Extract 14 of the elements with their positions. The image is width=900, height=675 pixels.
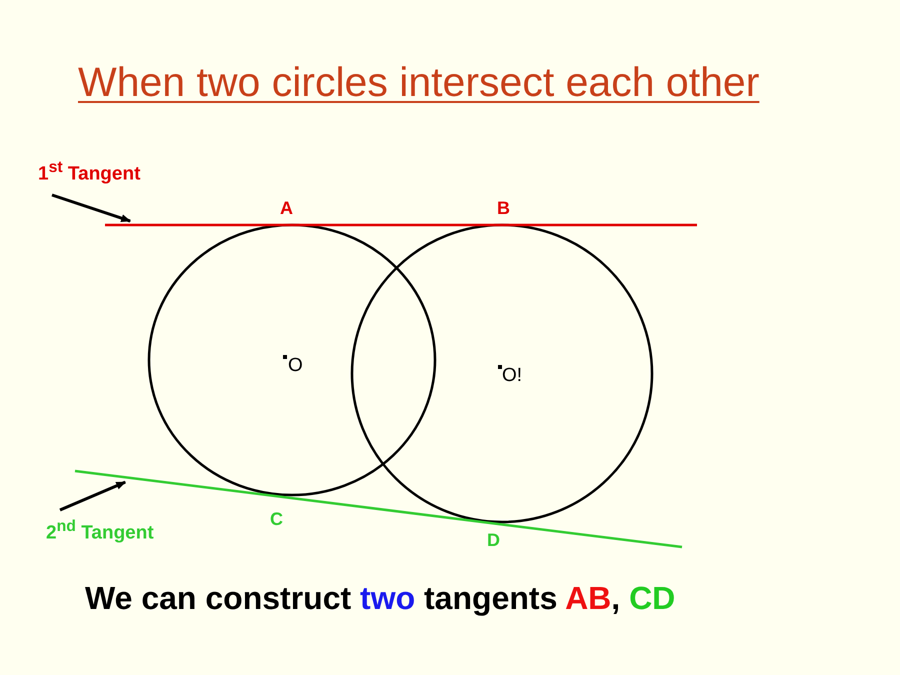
tangent-line (105, 224, 697, 226)
tangent-label: 1$^{st}$ Tangent (38, 160, 140, 184)
centre-label: O (288, 356, 303, 375)
point-label: B (497, 199, 510, 217)
point-label: D (487, 531, 500, 549)
tangent-line (74, 470, 682, 548)
caption: We can construct two tangents AB, CD (85, 582, 676, 614)
point-label: A (280, 199, 293, 217)
tangent-label: 2$^{nd}$ Tangent (46, 519, 154, 542)
centre-label: O! (502, 366, 522, 385)
arrow (52, 194, 132, 222)
title: When two circles intersect each other (78, 62, 760, 103)
arrow (59, 480, 126, 512)
point-label: C (270, 510, 283, 528)
